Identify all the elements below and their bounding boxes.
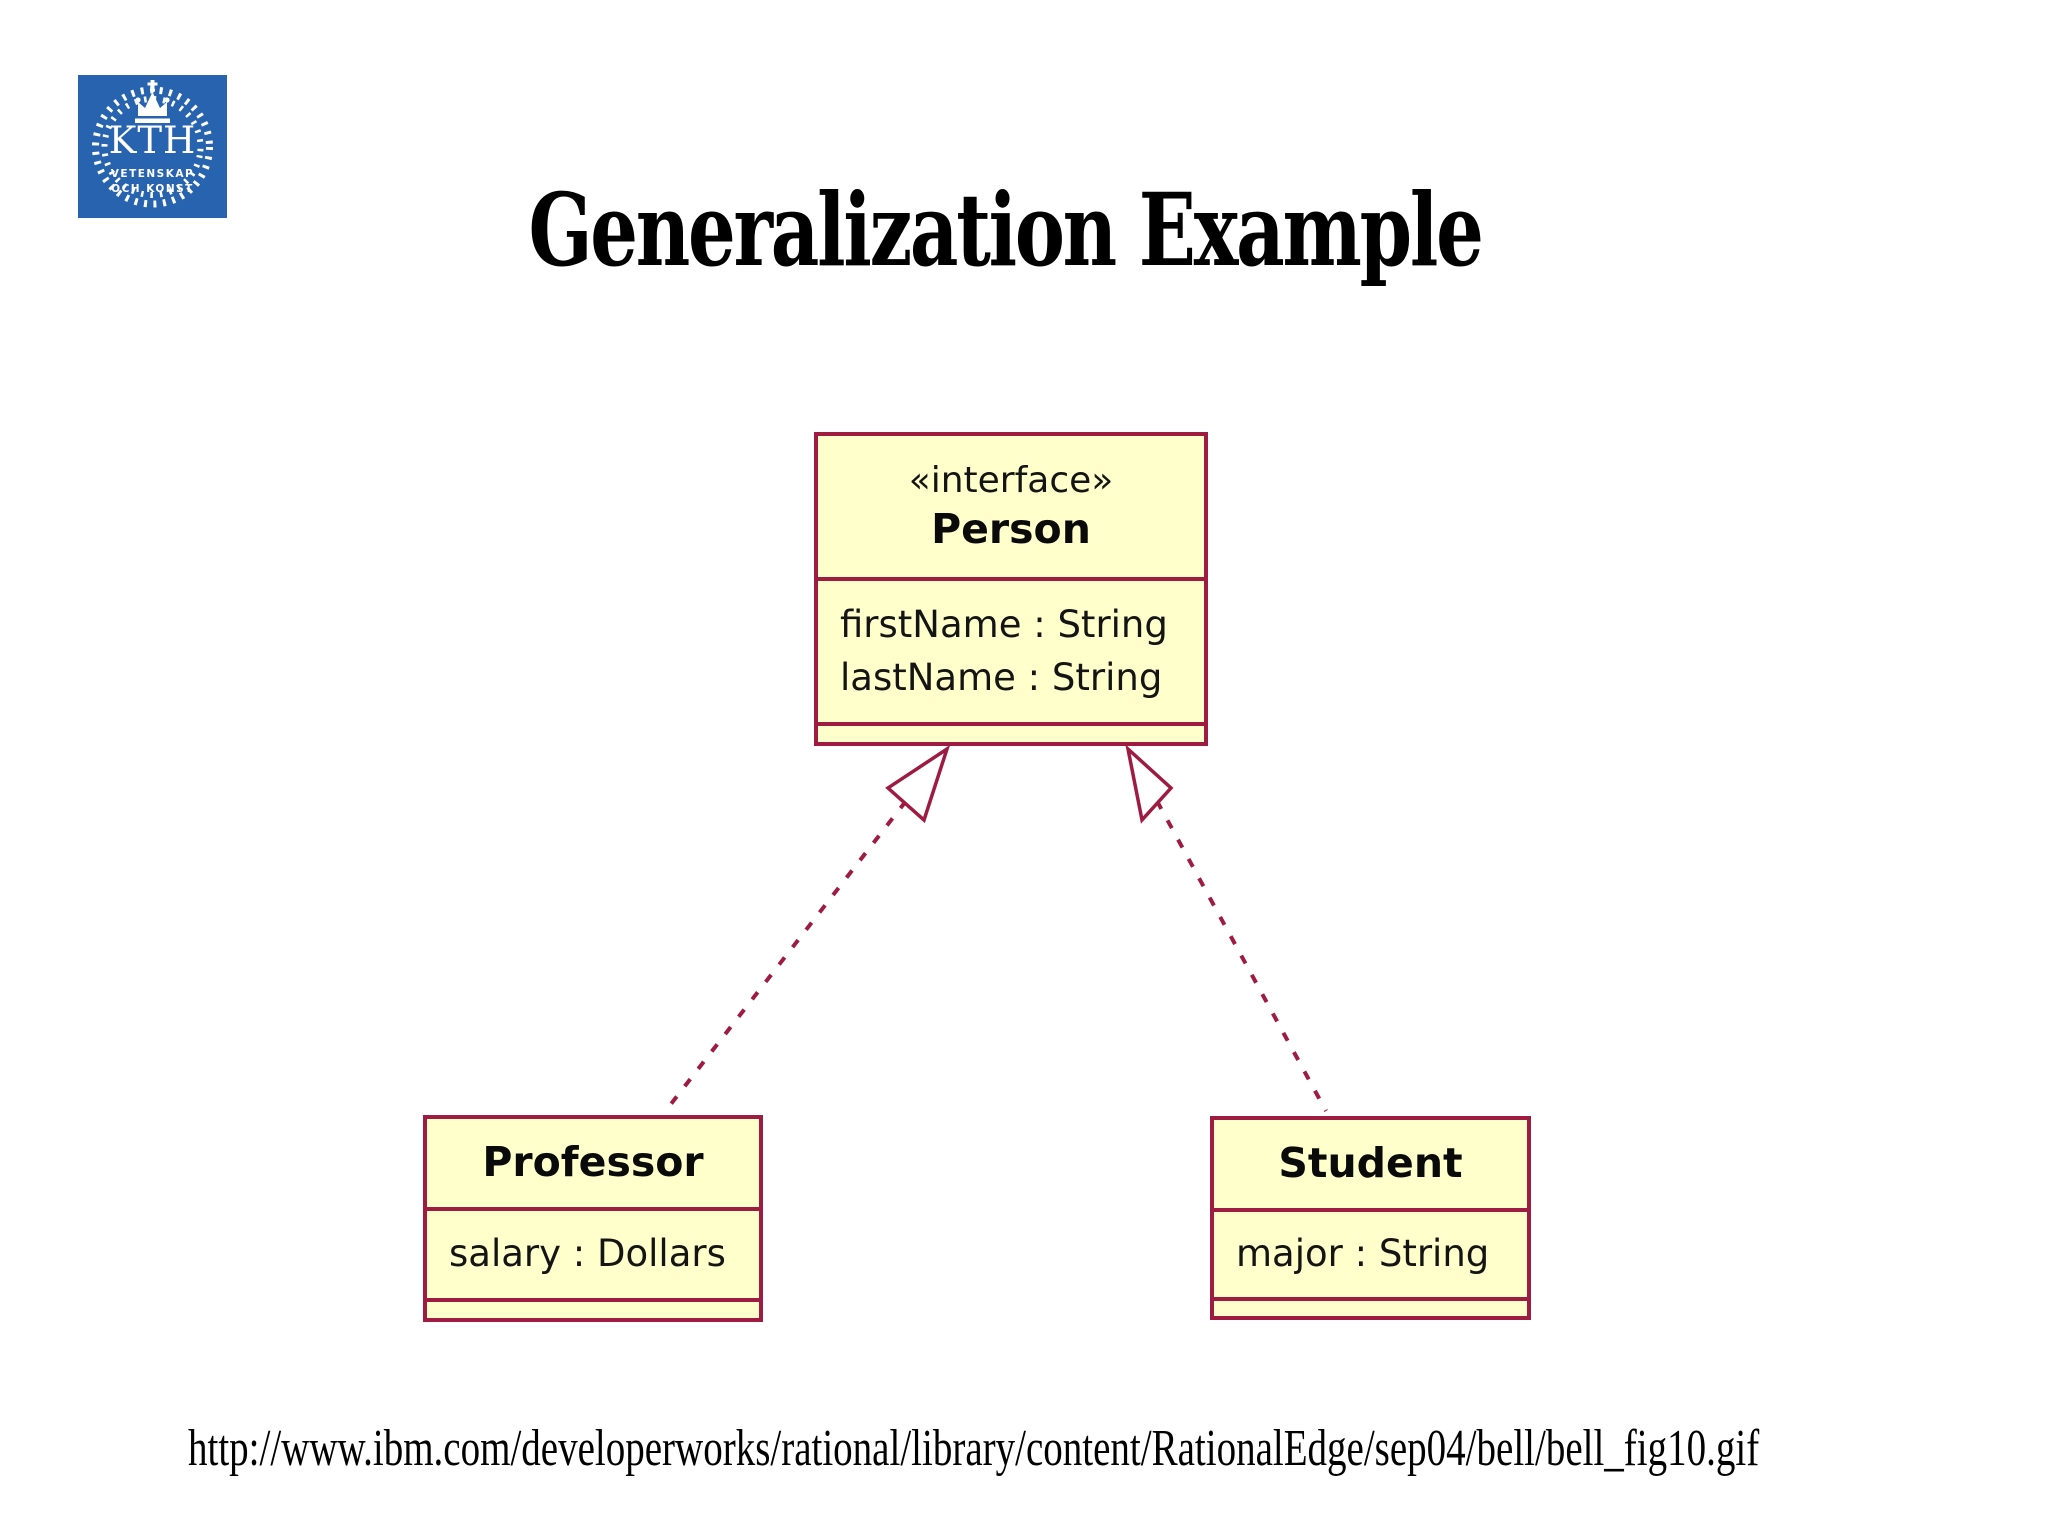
person-attributes-compartment: firstName : String lastName : String (818, 577, 1204, 722)
professor-attribute-salary: salary : Dollars (449, 1232, 726, 1276)
student-name-compartment: Student (1214, 1120, 1527, 1208)
professor-class-name: Professor (482, 1138, 704, 1187)
professor-attributes-compartment: salary : Dollars (427, 1207, 759, 1298)
kth-logo-motto-line2: OCH KONST (111, 183, 194, 195)
kth-logo: KTH VETENSKAP OCH KONST (78, 75, 227, 218)
uml-class-person: «interface» Person firstName : String la… (814, 432, 1208, 746)
generalization-arrowhead-icon (1125, 744, 1174, 824)
person-name-compartment: «interface» Person (818, 436, 1204, 577)
person-class-name: Person (931, 505, 1091, 554)
person-attribute-firstname: firstName : String (840, 602, 1168, 646)
person-attribute-lastname: lastName : String (840, 655, 1163, 699)
person-operations-compartment (818, 722, 1204, 746)
uml-class-professor: Professor salary : Dollars (423, 1115, 763, 1322)
crown-icon (135, 80, 170, 123)
student-class-name: Student (1278, 1139, 1463, 1188)
student-to-person-dashed-line (1155, 800, 1328, 1112)
generalization-arrowhead-icon (885, 744, 951, 824)
uml-class-student: Student major : String (1210, 1116, 1531, 1320)
kth-crest-icon (92, 80, 213, 208)
student-attributes-compartment: major : String (1214, 1208, 1527, 1297)
kth-logo-acronym: KTH (108, 119, 197, 162)
professor-to-person-dashed-line (662, 799, 908, 1115)
professor-operations-compartment (427, 1298, 759, 1322)
professor-name-compartment: Professor (427, 1119, 759, 1207)
student-operations-compartment (1214, 1297, 1527, 1320)
kth-logo-motto-line1: VETENSKAP (110, 168, 195, 180)
student-attribute-major: major : String (1236, 1232, 1490, 1276)
person-stereotype: «interface» (908, 459, 1114, 501)
source-url: http://www.ibm.com/developerworks/ration… (188, 1420, 1760, 1477)
slide-title: Generalization Example (528, 171, 1483, 289)
